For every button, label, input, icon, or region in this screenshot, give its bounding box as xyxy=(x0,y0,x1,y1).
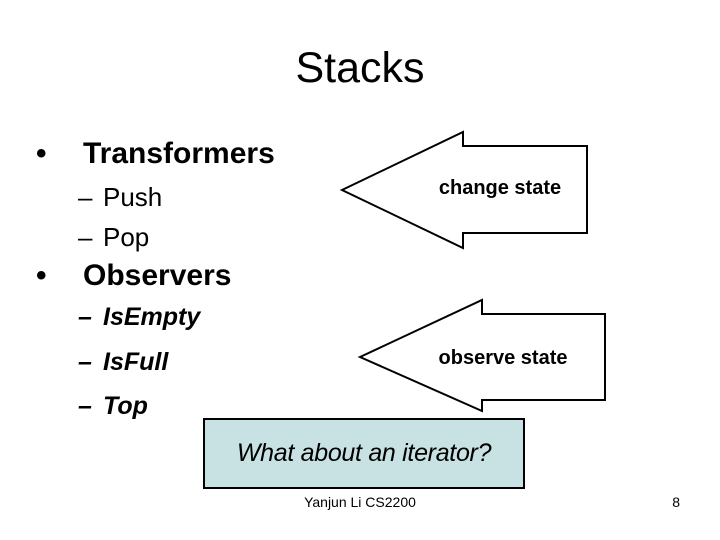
footer-author: Yanjun Li CS2200 xyxy=(304,494,416,510)
sub-item-isfull: – IsFull xyxy=(78,350,168,375)
bullet-item-observers: • Observers xyxy=(36,261,231,291)
bullet-icon: • xyxy=(36,259,47,292)
bullet-item-transformers: • Transformers xyxy=(36,139,275,169)
slide-title: Stacks xyxy=(295,44,425,92)
bullet-item-label: Transformers xyxy=(83,137,275,170)
dash-icon: – xyxy=(78,348,92,376)
bullet-item-label: Observers xyxy=(83,259,232,292)
iterator-callout-text: What about an iterator? xyxy=(236,439,492,467)
sub-item-label: Pop xyxy=(103,222,150,252)
bullet-icon: • xyxy=(36,137,47,170)
sub-item-label: IsFull xyxy=(103,348,169,376)
change-state-arrow xyxy=(339,130,588,250)
sub-item-top: – Top xyxy=(78,394,148,419)
observe-state-arrow xyxy=(357,298,606,413)
dash-icon: – xyxy=(78,222,93,252)
sub-item-label: Push xyxy=(103,182,163,212)
left-block-arrow-icon xyxy=(339,130,588,250)
sub-item-pop: – Pop xyxy=(78,224,149,250)
sub-item-label: IsEmpty xyxy=(103,303,201,331)
sub-item-isempty: – IsEmpty xyxy=(78,305,200,330)
observe-state-label: observe state xyxy=(438,347,568,369)
change-state-label: change state xyxy=(438,177,562,199)
left-block-arrow-icon xyxy=(357,298,606,413)
dash-icon: – xyxy=(78,182,93,212)
dash-icon: – xyxy=(78,392,92,420)
dash-icon: – xyxy=(78,303,92,331)
iterator-callout: What about an iterator? xyxy=(203,418,525,489)
page-number: 8 xyxy=(672,494,680,510)
sub-item-push: – Push xyxy=(78,184,162,210)
sub-item-label: Top xyxy=(103,392,148,420)
